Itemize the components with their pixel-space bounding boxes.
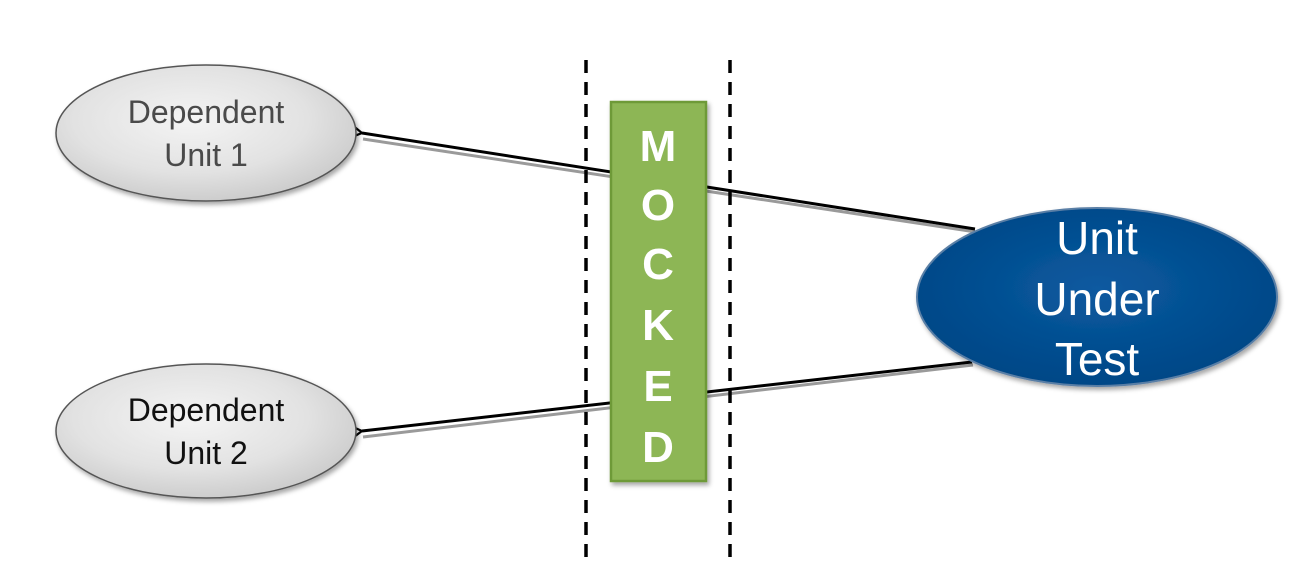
mocked-letter-k: K xyxy=(642,301,674,350)
dependent-unit-1-label-line2: Unit 1 xyxy=(164,137,248,173)
unit-under-test-node: Unit Under Test xyxy=(916,207,1278,387)
dependent-unit-1-label-line1: Dependent xyxy=(128,94,285,130)
unit-under-test-label-line1: Unit xyxy=(1056,212,1138,264)
unit-under-test-label-line3: Test xyxy=(1055,333,1140,385)
unit-under-test-label-line2: Under xyxy=(1034,273,1159,325)
mocked-letter-d: D xyxy=(642,423,674,472)
mocked-letter-c: C xyxy=(642,240,674,289)
dependent-unit-2-label-line1: Dependent xyxy=(128,392,285,428)
dependent-unit-2-node: Dependent Unit 2 xyxy=(55,363,357,499)
mocked-letter-o: O xyxy=(641,181,675,230)
dependent-unit-2-label-line2: Unit 2 xyxy=(164,435,248,471)
mocked-bar: M O C K E D xyxy=(609,100,708,483)
mocked-letter-m: M xyxy=(640,122,677,171)
mocked-letter-e: E xyxy=(643,362,672,411)
dependent-unit-1-node: Dependent Unit 1 xyxy=(55,64,357,202)
